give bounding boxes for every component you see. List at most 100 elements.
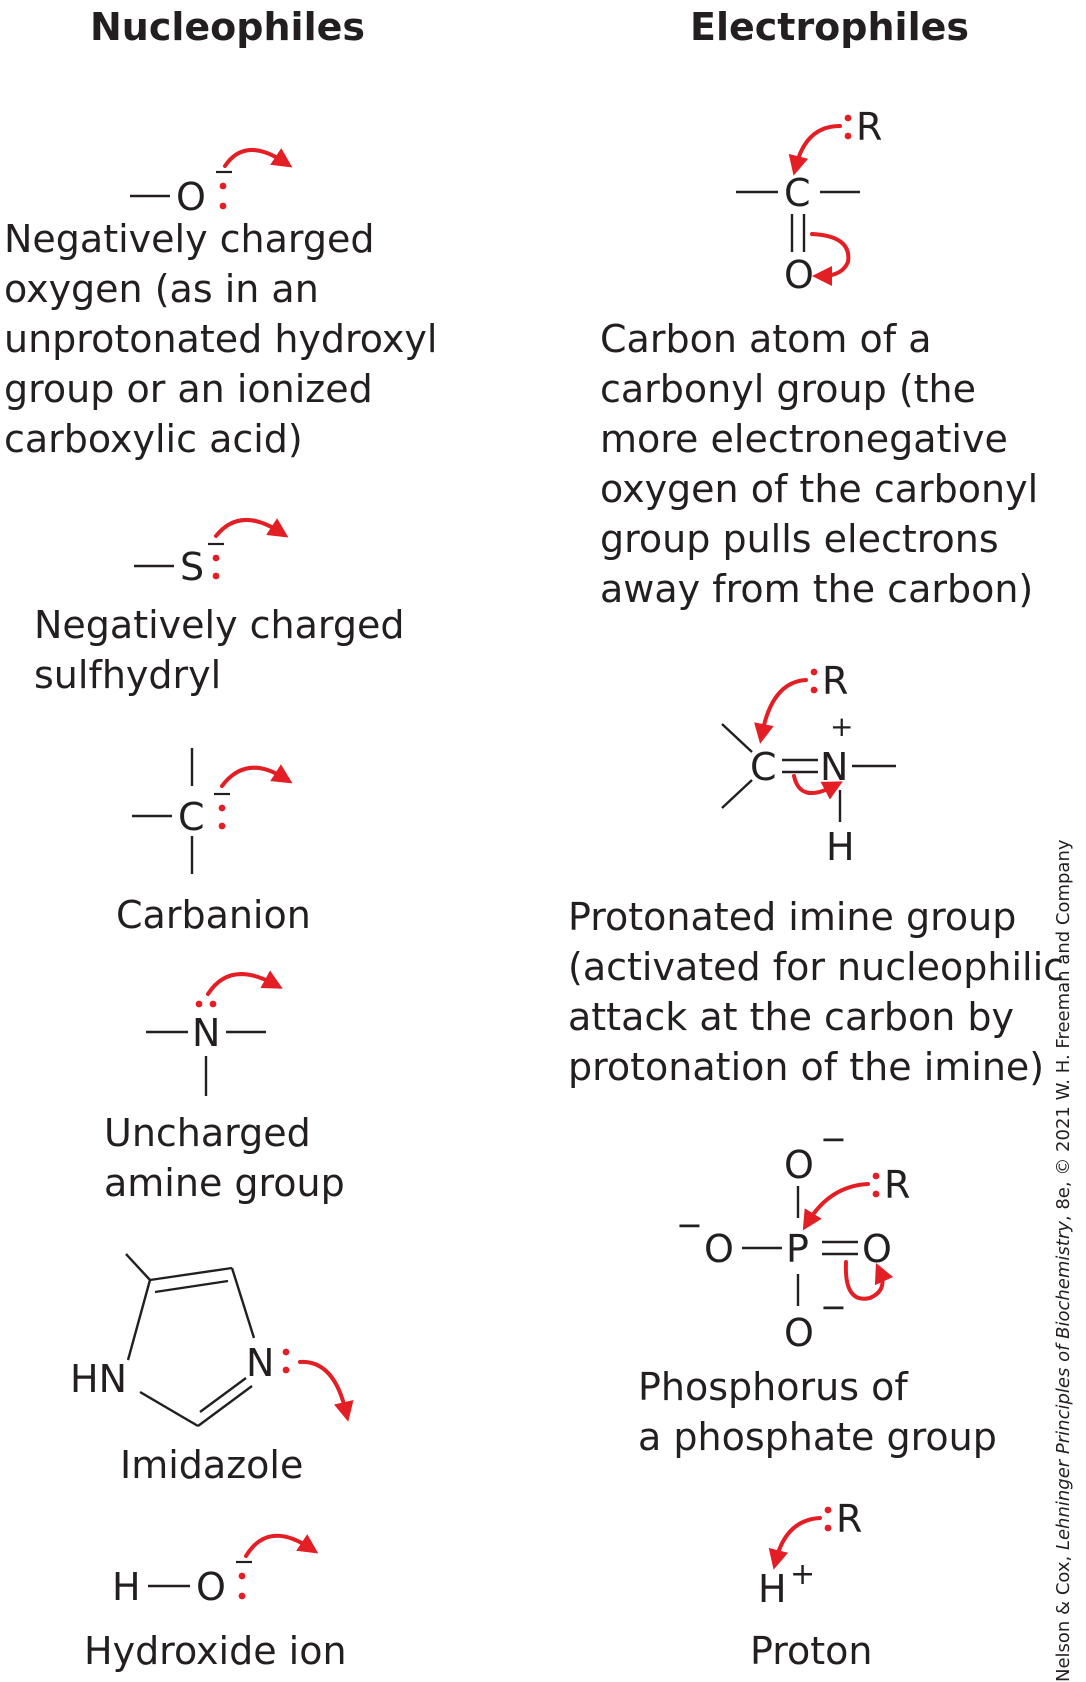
lone-pair-dot	[810, 686, 818, 694]
structure-negative-oxygen: O	[130, 147, 293, 219]
lone-pair-dot	[212, 554, 220, 562]
lone-pair-dot	[872, 1190, 880, 1198]
electron-arrow	[843, 1260, 894, 1301]
atom-oxygen: O	[862, 1227, 892, 1271]
caption-carbanion: Carbanion	[116, 890, 311, 940]
atom-oxygen: O	[784, 253, 814, 297]
bond	[139, 1390, 199, 1428]
bond	[230, 1267, 256, 1339]
caption-line: away from the carbon)	[600, 567, 1034, 611]
atom-nitrogen: N	[820, 745, 848, 789]
bond	[126, 1279, 152, 1361]
lone-pair-dot	[872, 1172, 880, 1180]
nucleophiles-title: Nucleophiles	[90, 5, 365, 49]
electron-arrow	[220, 764, 293, 788]
caption-line: group pulls electrons	[600, 517, 999, 561]
lone-pair-dot	[238, 1592, 246, 1600]
negative-charge: −	[820, 1288, 847, 1326]
caption-hydroxide: Hydroxide ion	[84, 1626, 347, 1676]
lone-pair-dot	[844, 114, 852, 122]
caption-line: Hydroxide ion	[84, 1629, 347, 1673]
electron-arrow	[244, 1533, 319, 1558]
structure-proton: R H +	[758, 1497, 862, 1611]
lone-pair-dot	[282, 1348, 290, 1356]
positive-charge: +	[830, 710, 853, 743]
atom-oxygen: O	[784, 1311, 814, 1355]
atom-oxygen: O	[704, 1227, 734, 1271]
positive-charge: +	[790, 1557, 815, 1592]
caption-line: Imidazole	[120, 1443, 304, 1487]
caption-line: carboxylic acid)	[4, 417, 303, 461]
electron-arrow	[768, 1516, 822, 1570]
bond	[721, 723, 753, 753]
bond	[125, 1253, 151, 1281]
atom-hydrogen: H	[758, 1567, 787, 1611]
caption-line: unprotonated hydroxyl	[4, 317, 438, 361]
lone-pair-dot	[219, 182, 227, 190]
bond	[199, 1377, 247, 1413]
structure-phosphate: O − R − O P O O −	[676, 1120, 910, 1355]
structure-imidazole: HN N	[70, 1253, 354, 1428]
structure-imine: R C N + H	[721, 659, 896, 869]
caption-line: Carbanion	[116, 893, 311, 937]
atom-r: R	[822, 659, 848, 703]
atom-hydrogen: H	[112, 1565, 141, 1609]
caption-line: Uncharged	[104, 1111, 311, 1155]
caption-line: group or an ionized	[4, 367, 373, 411]
lone-pair-dot	[212, 572, 220, 580]
caption-phosphate: Phosphorus of a phosphate group	[638, 1362, 997, 1462]
credit-prefix: Nelson & Cox,	[1053, 1550, 1074, 1682]
lone-pair-dot	[844, 132, 852, 140]
atom-oxygen: O	[176, 175, 206, 219]
credit-book-title: Lehninger Principles of Biochemistry	[1053, 1221, 1074, 1551]
structure-carbonyl: R C O	[736, 105, 882, 297]
atom-sulfur: S	[180, 545, 204, 589]
lone-pair-dot	[218, 822, 226, 830]
atom-r: R	[856, 105, 882, 149]
caption-line: a phosphate group	[638, 1415, 997, 1459]
caption-line: Phosphorus of	[638, 1365, 908, 1409]
caption-line: more electronegative	[600, 417, 1008, 461]
caption-negative-oxygen: Negatively charged oxygen (as in an unpr…	[4, 214, 437, 464]
electron-arrow	[792, 774, 843, 800]
atom-nh: HN	[70, 1357, 127, 1401]
caption-carbonyl: Carbon atom of a carbonyl group (the mor…	[600, 314, 1038, 614]
structure-sulfhydryl: S	[134, 517, 289, 589]
caption-proton: Proton	[750, 1626, 873, 1676]
credit-suffix: , 8e, © 2021 W. H. Freeman and Company	[1053, 839, 1074, 1222]
caption-line: Proton	[750, 1629, 873, 1673]
structure-amine: N	[146, 970, 283, 1096]
electrophiles-title: Electrophiles	[690, 5, 969, 49]
atom-oxygen: O	[784, 1143, 814, 1187]
atom-oxygen: O	[196, 1565, 226, 1609]
caption-line: protonation of the imine)	[568, 1045, 1045, 1089]
caption-line: Negatively charged	[4, 217, 375, 261]
lone-pair-dot	[209, 1000, 217, 1008]
caption-imidazole: Imidazole	[120, 1440, 303, 1490]
caption-line: Carbon atom of a	[600, 317, 932, 361]
atom-nitrogen: N	[246, 1341, 274, 1385]
electron-arrow	[206, 970, 283, 996]
electron-arrow	[810, 232, 851, 286]
electron-arrow	[223, 147, 293, 168]
atom-carbon: C	[750, 745, 777, 789]
lone-pair-dot	[218, 804, 226, 812]
lone-pair-dot	[195, 1000, 203, 1008]
bond	[197, 1385, 253, 1427]
atom-nitrogen: N	[192, 1011, 220, 1055]
caption-imine: Protonated imine group (activated for nu…	[568, 892, 1064, 1092]
caption-line: amine group	[104, 1161, 345, 1205]
lone-pair-dot	[810, 668, 818, 676]
caption-line: Protonated imine group	[568, 895, 1017, 939]
bond	[721, 779, 753, 809]
electron-arrow	[214, 517, 289, 538]
electron-arrow	[802, 1182, 870, 1231]
lone-pair-dot	[238, 1572, 246, 1580]
atom-hydrogen: H	[826, 825, 855, 869]
lone-pair-dot	[824, 1524, 832, 1532]
caption-line: sulfhydryl	[34, 653, 222, 697]
structure-carbanion: C	[132, 748, 293, 874]
atom-phosphorus: P	[786, 1227, 809, 1271]
electron-arrow	[788, 124, 842, 176]
